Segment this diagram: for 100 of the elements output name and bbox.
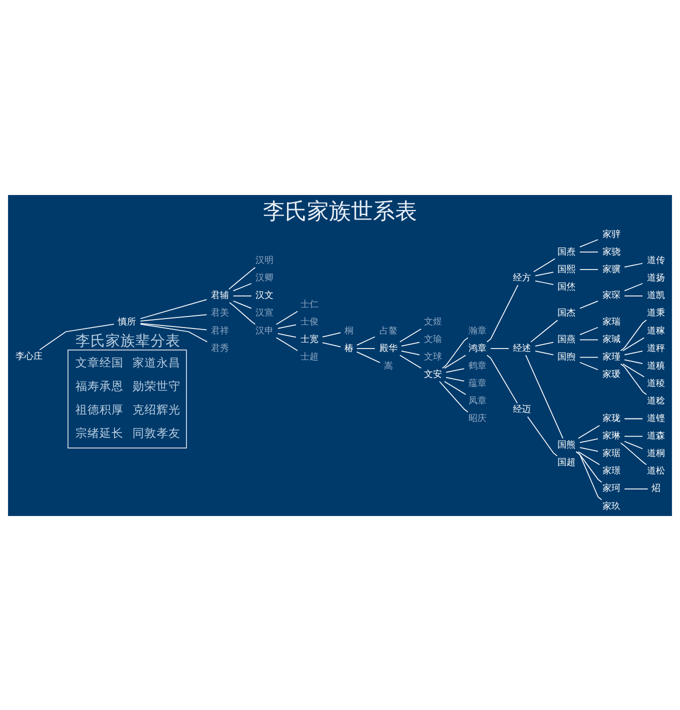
connector	[624, 358, 643, 364]
connector	[579, 446, 598, 452]
connector	[140, 314, 208, 321]
node-text: 蕴章	[468, 378, 486, 388]
connector	[624, 294, 643, 296]
connector	[356, 336, 376, 346]
connector	[232, 294, 252, 296]
node-text: 汉明	[256, 256, 274, 266]
connector	[534, 350, 554, 355]
label: 李氏家族辈分表	[75, 332, 180, 350]
node-text: 家璟	[602, 466, 620, 476]
connector	[140, 298, 208, 319]
connector	[232, 282, 252, 291]
node-text: 经方	[513, 273, 532, 284]
node-text: 汉宣	[256, 308, 274, 318]
connector	[232, 300, 252, 308]
node-text: 道稜	[646, 378, 665, 388]
diagram-title: 李氏家族世系表	[263, 198, 417, 224]
node-text: 国熙	[558, 264, 576, 274]
node-text: 家瑾	[602, 352, 620, 362]
node-text: 家琚	[602, 448, 620, 459]
connector	[446, 376, 465, 382]
node-text: 道秉	[646, 308, 665, 318]
node-text: 家瑗	[602, 370, 620, 380]
connector	[579, 338, 598, 340]
connector	[579, 300, 598, 308]
connector	[486, 284, 518, 342]
connector	[624, 418, 643, 419]
connector	[624, 350, 643, 355]
node-text: 君辅	[211, 290, 230, 301]
node-text: 文安	[424, 370, 442, 380]
label: 祖德积厚	[75, 402, 124, 416]
label: 同敦孝友	[132, 425, 180, 440]
connector	[525, 354, 564, 438]
connector	[39, 323, 114, 350]
connector	[533, 258, 556, 272]
connector	[527, 416, 558, 456]
node-text: 殿华	[379, 343, 398, 354]
node-text: 士宽	[300, 334, 318, 345]
connector	[579, 438, 598, 442]
node-text: 国超	[558, 457, 576, 468]
node-text: 国煦	[558, 352, 576, 362]
label: 克绍辉光	[132, 402, 180, 416]
connector	[486, 354, 518, 404]
connector	[401, 350, 420, 355]
connector	[229, 302, 256, 324]
connector	[576, 450, 602, 482]
node-text: 道稼	[646, 326, 665, 336]
node-text: 道扬	[646, 273, 665, 284]
label: 文章经国	[75, 355, 124, 370]
node-text: 家骥	[602, 264, 620, 274]
connector	[444, 354, 466, 368]
connector	[140, 322, 208, 330]
label: 福寿承恩	[75, 378, 124, 393]
node-text: 椿	[344, 343, 354, 354]
node-text: 国杰	[558, 308, 576, 318]
connector	[620, 319, 647, 351]
connector	[534, 280, 554, 285]
node-text: 道传	[646, 256, 665, 266]
node-text: 士仁	[300, 299, 318, 310]
node-text: 家珑	[602, 414, 620, 424]
node-text: 道桐	[646, 448, 665, 459]
node-text: 家瑞	[602, 316, 620, 327]
node-text: 文球	[424, 352, 442, 362]
connector	[228, 266, 256, 290]
node-text: 国烋	[558, 282, 576, 292]
node-text: 慎所	[118, 316, 136, 327]
connector	[620, 442, 647, 465]
connector	[322, 342, 341, 347]
connector	[579, 356, 598, 358]
connector	[534, 271, 554, 276]
node-text: 道稹	[646, 360, 665, 371]
node-text: 国燕	[558, 334, 576, 345]
node-text: 国熊	[558, 440, 576, 450]
node-text: 道凯	[646, 290, 665, 301]
node-text: 君秀	[211, 343, 230, 354]
connector	[620, 363, 647, 394]
connector	[276, 310, 298, 324]
connector	[530, 319, 558, 342]
node-text: 家玖	[602, 501, 620, 512]
node-text: 汉申	[256, 326, 274, 336]
node-text: 瀚章	[468, 326, 486, 336]
node-text: 嵩	[384, 360, 393, 371]
label: 勋荣世守	[132, 378, 180, 393]
node-text: 文瑜	[424, 334, 442, 345]
connector	[444, 380, 466, 394]
node-text: 道稔	[646, 396, 665, 406]
connector	[140, 323, 208, 342]
node-text: 君美	[211, 308, 230, 318]
connector	[576, 450, 602, 500]
node-text: 家骁	[602, 246, 620, 257]
node-text: 炤	[651, 484, 660, 494]
node-text: 家琳	[602, 431, 620, 442]
node-text: 君祥	[211, 326, 230, 336]
node-text: 凤章	[468, 396, 486, 406]
label: 宗绪延长	[75, 425, 124, 440]
node-text: 经迈	[513, 404, 532, 415]
connector	[401, 341, 420, 346]
node-text: 鸿章	[468, 343, 486, 354]
connector	[276, 336, 298, 351]
